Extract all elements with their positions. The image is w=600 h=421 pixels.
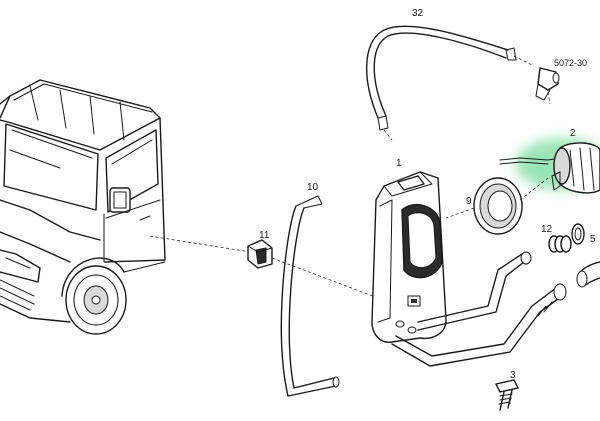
tank-outlet-hoses (391, 251, 567, 367)
part-2-pump-highlighted (499, 138, 600, 194)
leader-van-to-11 (149, 235, 251, 253)
part-9-cap-ring (445, 177, 549, 235)
leader-11-to-tank (271, 257, 379, 299)
label-part-10: 10 (307, 182, 319, 193)
part-11-clip (247, 239, 273, 269)
part-1-reservoir (371, 171, 447, 343)
van-illustration (0, 79, 166, 335)
part-10-hose (280, 195, 340, 397)
label-part-9: 9 (466, 196, 472, 207)
label-part-3: 3 (510, 370, 516, 381)
label-part-12: 12 (541, 224, 553, 235)
label-part-1: 1 (396, 158, 402, 169)
part-12-clamp (548, 235, 572, 253)
label-part-11: 11 (259, 230, 270, 241)
part-32-hose (365, 25, 535, 141)
part-5072-30-fitting (535, 67, 560, 105)
label-part-5: 5 (590, 234, 596, 245)
label-part-32: 32 (412, 8, 424, 19)
label-part-5072-30: 5072-30 (554, 58, 587, 68)
part-5-ring (571, 223, 585, 245)
right-hose-stub (576, 261, 600, 288)
label-part-2: 2 (570, 128, 576, 139)
part-3-screw (495, 379, 519, 411)
